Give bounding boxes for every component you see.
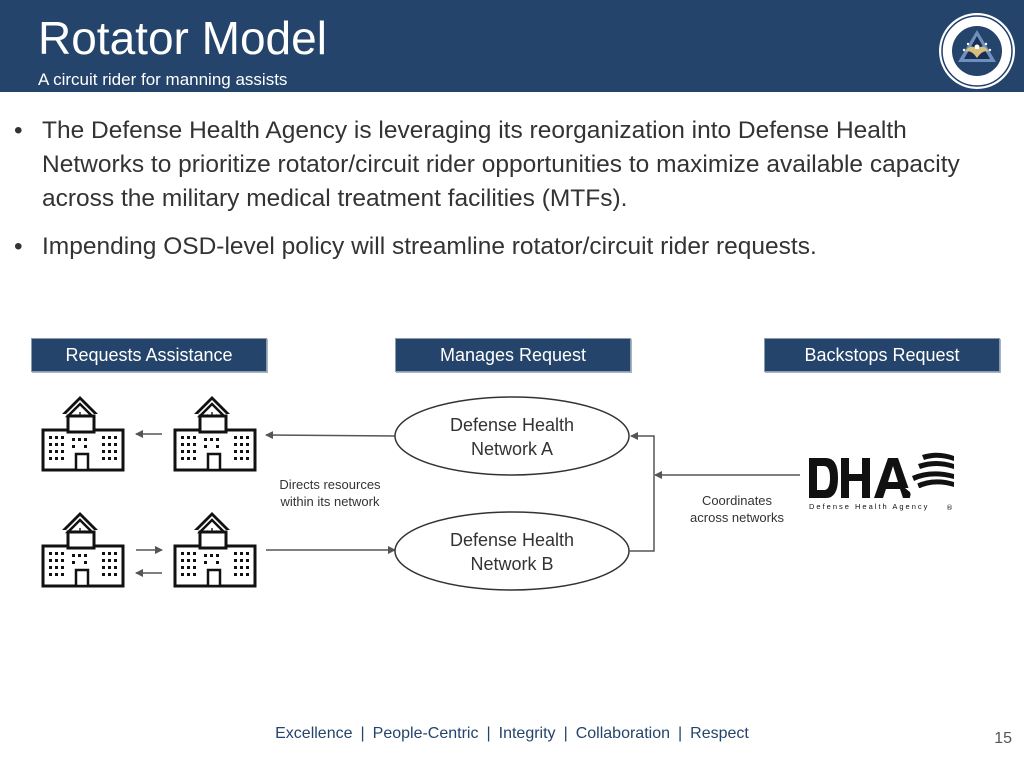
mtf-building-icon: [41, 510, 125, 588]
network-a-label: Defense Health Network A: [449, 415, 575, 459]
page-title: Rotator Model: [38, 12, 327, 64]
mtf-building-icon: [173, 394, 257, 472]
rotator-diagram: *: [41, 394, 800, 591]
header-requests-assistance: Requests Assistance: [31, 338, 267, 372]
footer-value: Collaboration: [575, 725, 670, 742]
network-b-label: Defense Health Network B: [449, 530, 575, 574]
bullet-list: The Defense Health Agency is leveraging …: [12, 114, 1012, 278]
note-coordinates: Coordinates across networks: [690, 493, 784, 525]
svg-text:®: ®: [946, 504, 953, 512]
footer-separator: |: [563, 725, 568, 742]
page-number: 15: [994, 730, 1012, 747]
header-bar: Rotator Model A circuit rider for mannin…: [0, 0, 1024, 92]
network-a-oval: [394, 396, 630, 476]
page-subtitle: A circuit rider for manning assists: [38, 70, 288, 89]
footer-values: Excellence | People-Centric | Integrity | Coll…: [0, 724, 1024, 744]
bullet-item: The Defense Health Agency is leveraging …: [12, 114, 1012, 216]
note-directs-resources: Directs resources within its network: [279, 477, 381, 509]
header-backstops-request: Backstops Request: [764, 338, 1000, 372]
header-manages-request: Manages Request: [395, 338, 631, 372]
mtf-building-icon: [41, 394, 125, 472]
footer-value: Integrity: [498, 725, 556, 742]
dha-logo-icon: ®: [809, 452, 954, 512]
footer-value: Respect: [690, 725, 749, 742]
footer-separator: |: [678, 725, 683, 742]
department-seal-icon: [939, 13, 1015, 89]
connector-bracket: [629, 432, 655, 552]
dha-logo-subtitle: Defense Health Agency: [809, 502, 930, 511]
arrow-network-a-to-mtf: [265, 431, 396, 440]
footer-value: People-Centric: [372, 725, 479, 742]
bullet-item: Impending OSD-level policy will streamli…: [12, 230, 1012, 264]
mtf-building-icon: [173, 510, 257, 588]
footer-separator: |: [486, 725, 491, 742]
footer-value: Excellence: [275, 725, 353, 742]
footer-separator: |: [360, 725, 365, 742]
